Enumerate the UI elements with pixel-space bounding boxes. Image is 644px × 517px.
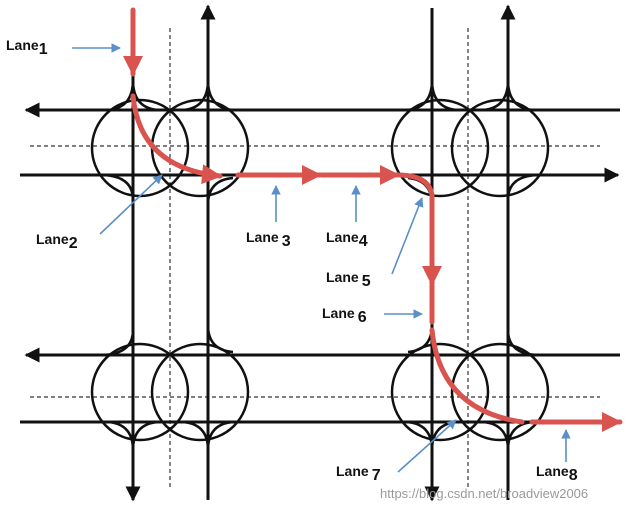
intersection-ring-top-right-b [390, 98, 490, 198]
intersection-ring-bottom-right-a [450, 342, 550, 442]
divider-lines [30, 28, 600, 490]
pointer-lane-7 [397, 419, 457, 473]
label-lane-1: Lane1 [6, 37, 48, 58]
intersection-ring-top-left-a [150, 98, 250, 198]
pointer-lane-2 [99, 174, 163, 235]
label-lane-8: Lane8 [536, 463, 578, 484]
intersection-ring-bottom-left-a [150, 342, 250, 442]
route-segment-lane-2 [130, 93, 223, 185]
intersection-ring-bottom-right-b [390, 342, 490, 442]
route-segment-lane-5 [397, 172, 435, 199]
outer-corner-curves [99, 79, 541, 451]
intersection-ring-top-left-b [90, 98, 190, 198]
highlighted-route [123, 7, 623, 432]
route-segment-lane-7 [429, 327, 525, 425]
pointer-lane-5 [391, 197, 424, 275]
intersection-ring-top-right-a [450, 98, 550, 198]
label-lane-4: Lane4 [326, 229, 368, 250]
road-lanes [20, 4, 620, 502]
intersection-curves [90, 79, 550, 451]
label-pointers [72, 43, 571, 473]
intersection-ring-bottom-left-b [90, 342, 190, 442]
label-lane-2: Lane2 [36, 231, 78, 252]
watermark-text: https://blog.csdn.net/broadview2006 [380, 486, 588, 501]
inner-block-outline [206, 176, 434, 354]
